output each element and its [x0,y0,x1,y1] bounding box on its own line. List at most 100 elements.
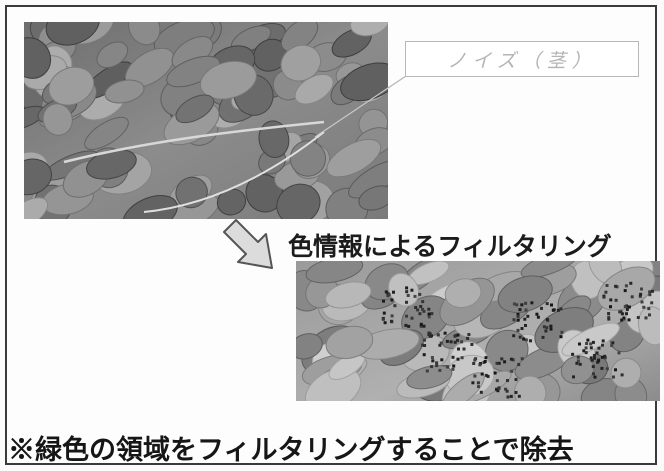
leaf-texture [199,60,257,100]
filtered-pixel [522,337,526,341]
filtered-pixel [393,304,397,308]
filtered-pixel [390,314,394,318]
filtered-pixel [614,368,617,372]
filtered-pixel [384,290,388,294]
filtered-pixel [524,308,528,312]
filtered-pixel [505,389,509,393]
filtered-pixel [619,310,623,314]
leaf-texture [358,185,388,211]
filtered-pixel [584,346,588,350]
leaf-texture [48,66,95,106]
filtered-pixel [419,324,423,328]
filtered-pixel [404,323,408,327]
leaf-texture [325,325,374,360]
filtered-pixel [600,366,604,370]
filtered-pixel [452,364,456,368]
filtered-pixel [419,322,423,326]
filtered-pixel [627,318,631,322]
filtered-pixel [602,295,606,299]
filtered-pixel [390,298,394,302]
filtered-pixel [422,353,426,357]
filtered-pixel [526,314,530,318]
filtered-pixel [545,317,549,321]
filtered-pixel [517,394,521,398]
filtered-pixel [484,373,488,377]
filtered-pixel [423,344,427,347]
filtered-pixel [462,347,466,351]
filtered-pixel [418,312,422,316]
filtered-pixel [495,379,499,383]
filtered-pixel [610,344,614,348]
filtered-pixel [504,387,508,391]
leaf-texture [24,158,52,196]
filtered-pixel [640,287,643,291]
filtered-pixel [454,334,458,337]
filtered-pixel [382,311,386,315]
filtered-pixel [500,357,504,361]
filtered-pixel [512,302,516,306]
filtered-pixel [624,284,628,288]
filtered-pixel [497,361,501,365]
filtered-pixel [514,378,518,381]
filtered-pixel [473,374,477,378]
filtered-pixel [503,360,507,364]
filtered-pixel [511,358,515,362]
filtered-pixel [617,351,621,355]
filtered-pixel [422,309,426,313]
leaf-texture [166,55,221,88]
filtered-pixel [536,315,540,319]
filtered-pixel [413,294,417,298]
filtered-pixel [457,347,460,351]
filtered-pixel [535,312,539,316]
filtered-pixel [614,298,618,302]
filtered-pixel [516,313,520,316]
filtered-pixel [518,308,522,312]
filtered-pixel [523,317,527,321]
leaf-texture [637,306,660,346]
filtered-pixel [614,284,618,288]
filtered-pixel [578,342,581,346]
filtered-pixel [427,312,431,316]
leaf-texture [24,37,52,79]
callout-label: ノイズ（茎） [447,49,597,72]
filtered-pixel [623,289,627,293]
filtered-pixel [387,293,391,297]
filtered-pixel [430,365,434,369]
filtered-pixel [493,371,497,375]
filtered-pixel [405,290,409,294]
filtered-pixel [518,335,522,339]
filtered-pixel [603,354,607,358]
filtered-pixel [405,314,408,318]
filtered-pixel [571,352,575,356]
filtered-pixel [620,373,624,377]
filtered-pixel [446,365,450,369]
leaf-texture [280,44,322,82]
filtered-pixel [405,286,409,290]
filtered-pixel [625,312,628,316]
filtered-pixel [440,358,444,362]
filtered-pixel [520,303,524,307]
filtered-pixel [467,333,471,336]
filtered-pixel [607,317,611,321]
filtered-pixel [650,301,654,305]
filtered-pixel [414,306,418,309]
filtered-pixel [421,307,424,311]
filtered-pixel [471,381,475,385]
filtered-pixel [476,381,480,385]
leaf-texture [42,103,73,136]
filtered-pixel [638,294,642,298]
filtered-pixel [586,338,590,342]
filtered-pixel [605,284,609,287]
filtered-pixel [524,301,528,305]
filtered-pixel [430,356,434,359]
filtered-pixel [516,318,520,322]
filtered-pixel [392,290,395,294]
filtered-pixel [431,359,435,363]
filtered-pixel [390,320,394,324]
filtered-pixel [559,307,563,311]
filtered-pixel [438,368,442,372]
filtered-pixel [456,357,460,361]
leaf-texture [45,22,100,46]
filtered-pixel [589,346,593,350]
filtered-pixel [427,315,431,319]
